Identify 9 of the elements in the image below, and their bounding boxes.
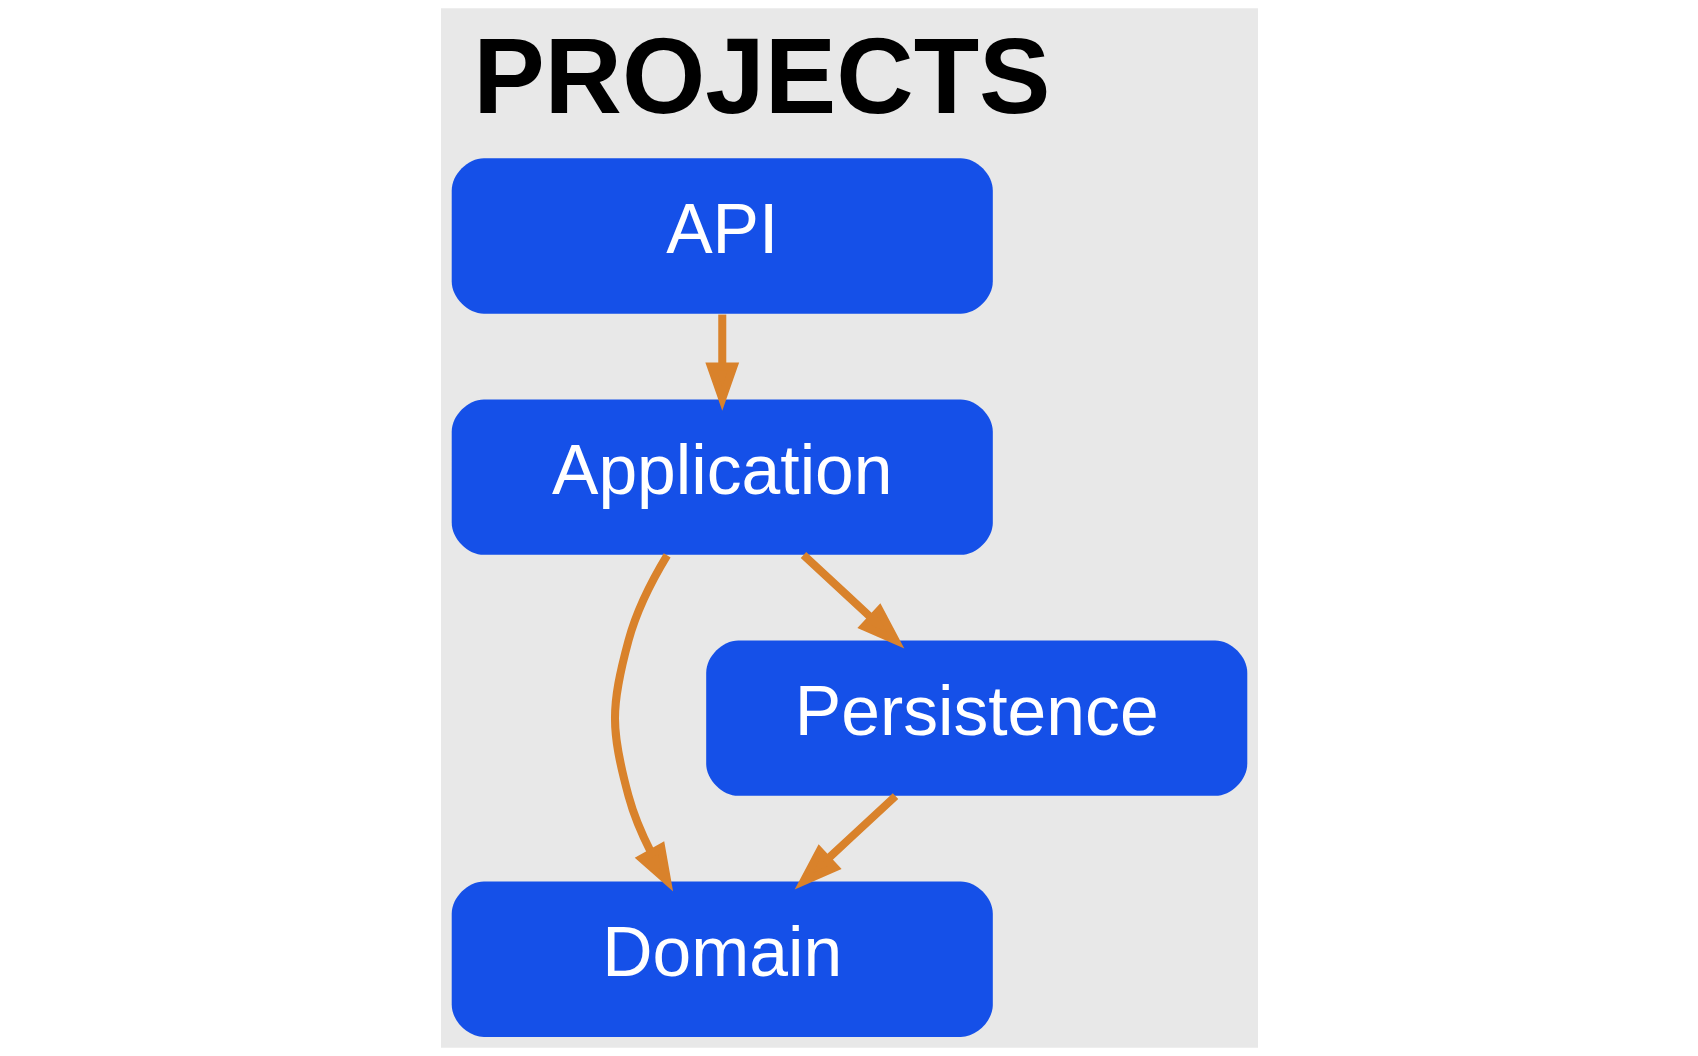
diagram-title: PROJECTS: [472, 15, 1051, 136]
node-box: Persistence: [705, 640, 1247, 796]
node-box: Application: [451, 399, 993, 555]
arrow: [610, 553, 673, 892]
node-box: API: [451, 158, 993, 314]
arrow: [704, 314, 739, 411]
node-box: Domain: [451, 881, 993, 1037]
arrow: [800, 552, 904, 649]
arrow: [794, 793, 898, 890]
